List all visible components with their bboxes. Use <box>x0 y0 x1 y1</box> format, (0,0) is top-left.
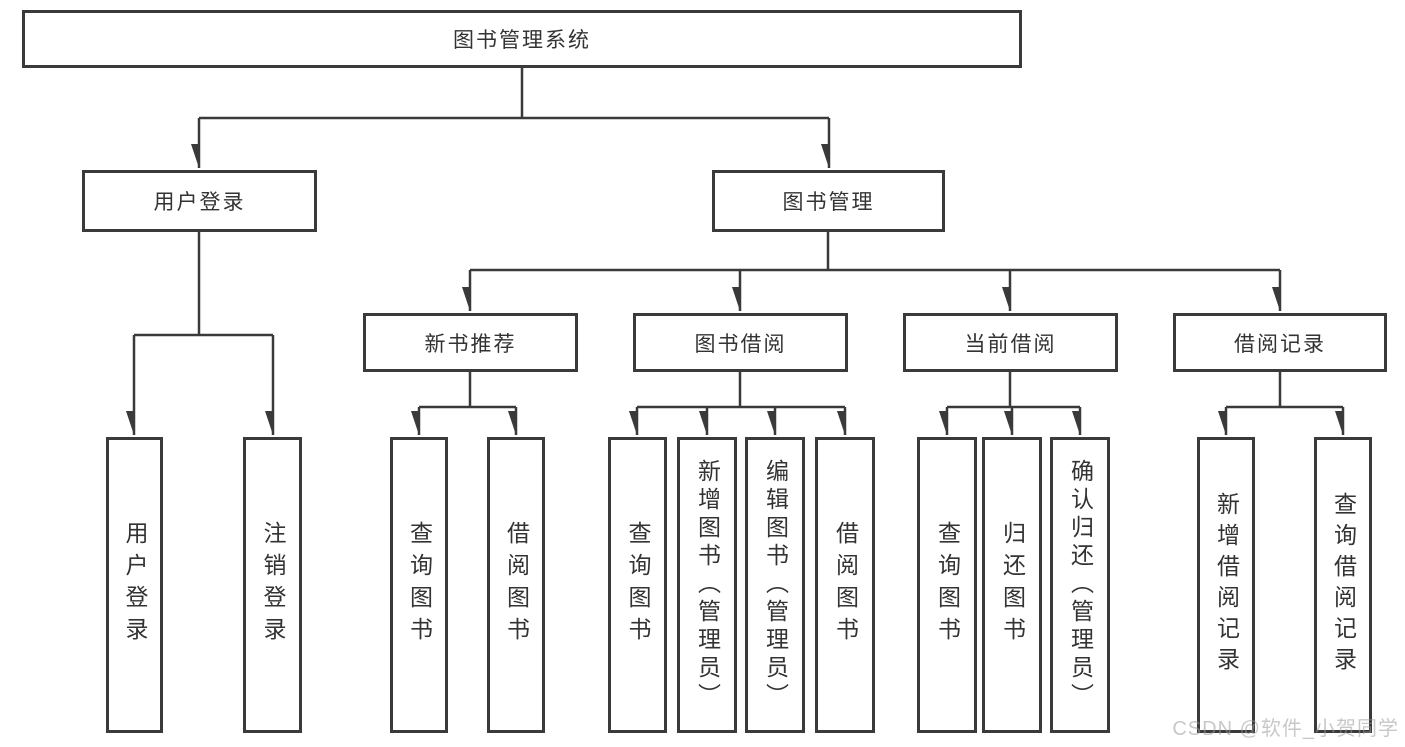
leaf-bor-edit-books-admin: 编辑图书（管理员） <box>745 437 805 733</box>
leaf-bor-add-books-admin: 新增图书（管理员） <box>677 437 737 733</box>
node-label: 新书推荐 <box>424 332 517 356</box>
node-label: 新增图书（管理员） <box>694 459 721 711</box>
node-book-borrowing: 图书借阅 <box>633 313 848 372</box>
leaf-rec-borrow-books: 借阅图书 <box>487 437 545 733</box>
leaf-cur-return-books: 归还图书 <box>982 437 1042 733</box>
node-label: 图书管理系统 <box>453 29 591 52</box>
leaf-logout: 注销登录 <box>243 437 302 733</box>
leaf-cur-query-books: 查询图书 <box>917 437 977 733</box>
leaf-bor-query-books: 查询图书 <box>608 437 667 733</box>
node-current-borrowing: 当前借阅 <box>903 313 1118 372</box>
node-book-management: 图书管理 <box>712 170 945 232</box>
leaf-rcd-add-borrow-record: 新增借阅记录 <box>1197 437 1255 733</box>
leaf-bor-borrow-books: 借阅图书 <box>815 437 875 733</box>
leaf-rcd-query-borrow-record: 查询借阅记录 <box>1314 437 1372 733</box>
node-label: 归还图书 <box>999 521 1026 649</box>
node-label: 借阅记录 <box>1234 332 1326 356</box>
node-label: 图书管理 <box>782 191 875 214</box>
leaf-cur-confirm-return-admin: 确认归还（管理员） <box>1050 437 1110 733</box>
node-label: 用户登录 <box>122 521 148 649</box>
node-user-login: 用户登录 <box>82 170 317 232</box>
node-label: 新增借阅记录 <box>1213 492 1240 678</box>
node-label: 查询图书 <box>934 521 961 649</box>
node-label: 借阅图书 <box>832 521 859 649</box>
node-label: 注销登录 <box>260 521 286 649</box>
node-label: 借阅图书 <box>503 521 530 649</box>
node-borrowing-records: 借阅记录 <box>1173 313 1387 372</box>
node-new-book-recommend: 新书推荐 <box>363 313 578 372</box>
csdn-watermark: CSDN @软件_小贺同学 <box>1172 718 1399 740</box>
node-label: 查询图书 <box>625 521 651 649</box>
leaf-rec-query-books: 查询图书 <box>390 437 448 733</box>
node-label: 图书借阅 <box>694 332 787 356</box>
leaf-user-login: 用户登录 <box>106 437 163 733</box>
node-label: 查询图书 <box>406 521 433 649</box>
node-label: 确认归还（管理员） <box>1067 459 1094 711</box>
node-label: 编辑图书（管理员） <box>762 459 789 711</box>
node-library-system: 图书管理系统 <box>22 10 1022 68</box>
node-label: 用户登录 <box>153 191 246 214</box>
node-label: 查询借阅记录 <box>1330 492 1357 678</box>
node-label: 当前借阅 <box>964 332 1057 356</box>
